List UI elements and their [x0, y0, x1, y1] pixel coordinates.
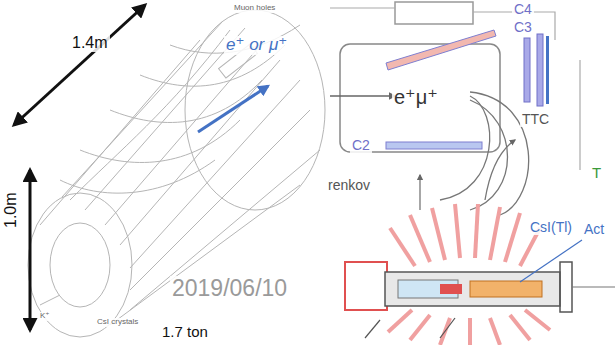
- date-watermark: 2019/06/10: [170, 276, 289, 301]
- detector-label: TTC: [520, 112, 551, 127]
- weight-label: 1.7 ton: [160, 324, 210, 341]
- part-label: K⁺: [38, 312, 52, 321]
- detector-schematic: [330, 2, 615, 345]
- detector-label: CsI(Tl): [528, 220, 574, 235]
- detector-label: renkov: [326, 178, 372, 193]
- calorimeter-sketch: [28, 10, 325, 337]
- particle-arrow: [198, 86, 268, 132]
- dimension-label: 1.4m: [70, 34, 110, 52]
- dimension-label: 1.0m: [2, 190, 20, 230]
- particle-label: e⁺ or μ⁺: [224, 36, 289, 55]
- detector-label: T: [590, 165, 603, 182]
- detector-label: Act: [582, 222, 606, 237]
- detector-label: C3: [512, 20, 534, 35]
- detector-label: C2: [350, 138, 372, 153]
- particle-label: e⁺μ⁺: [392, 86, 440, 108]
- part-label: Muon holes: [232, 4, 277, 13]
- dimension-arrow: [29, 170, 32, 330]
- part-label: CsI crystals: [95, 318, 140, 327]
- detector-label: C4: [512, 2, 534, 17]
- dimension-arrow: [14, 5, 145, 125]
